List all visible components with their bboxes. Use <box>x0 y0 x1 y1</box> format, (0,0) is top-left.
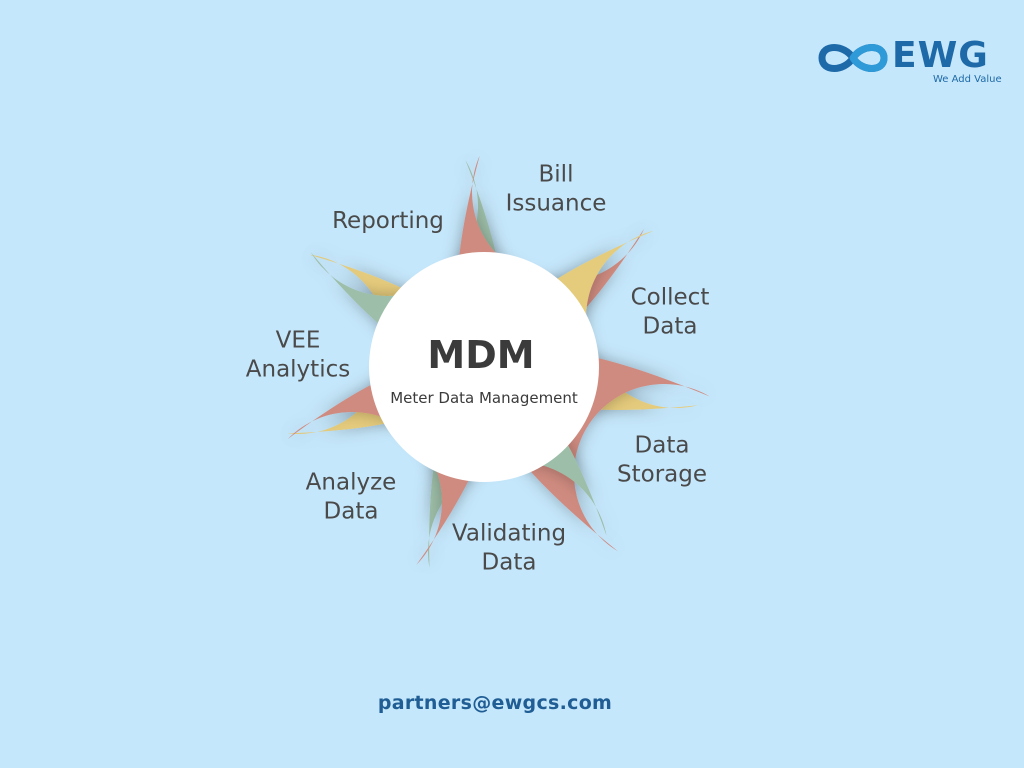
petal-label-line: Validating <box>452 521 566 547</box>
petal-label-line: Data <box>324 499 379 525</box>
petal-label-line: Bill <box>539 162 574 188</box>
hub-title: MDM <box>427 333 534 377</box>
petal-label-line: Analyze <box>306 470 397 496</box>
petal-label-line: Data <box>635 433 690 459</box>
petal-label-line: Analytics <box>246 357 350 383</box>
hub-subtitle: Meter Data Management <box>390 389 578 407</box>
infinity-logo-icon <box>816 38 890 82</box>
brand-name: EWG <box>892 35 989 76</box>
petal-label-line: Data <box>482 550 537 576</box>
brand-logo[interactable]: EWG We Add Value <box>816 34 1006 90</box>
brand-tagline: We Add Value <box>933 74 1002 85</box>
petal-label-line: Collect <box>631 285 710 311</box>
petal-label: VEE Analytics <box>246 328 350 383</box>
petal-label-line: VEE <box>276 328 321 354</box>
petal-label-line: Data <box>643 314 698 340</box>
petal-label: Reporting <box>332 208 444 234</box>
petal-label-line: Storage <box>617 462 707 488</box>
petal-label-line: Reporting <box>332 208 444 234</box>
hub: MDM Meter Data Management <box>369 252 599 482</box>
contact-email[interactable]: partners@ewgcs.com <box>377 692 613 714</box>
hub-circle <box>369 252 599 482</box>
petal-label-line: Issuance <box>506 191 607 217</box>
